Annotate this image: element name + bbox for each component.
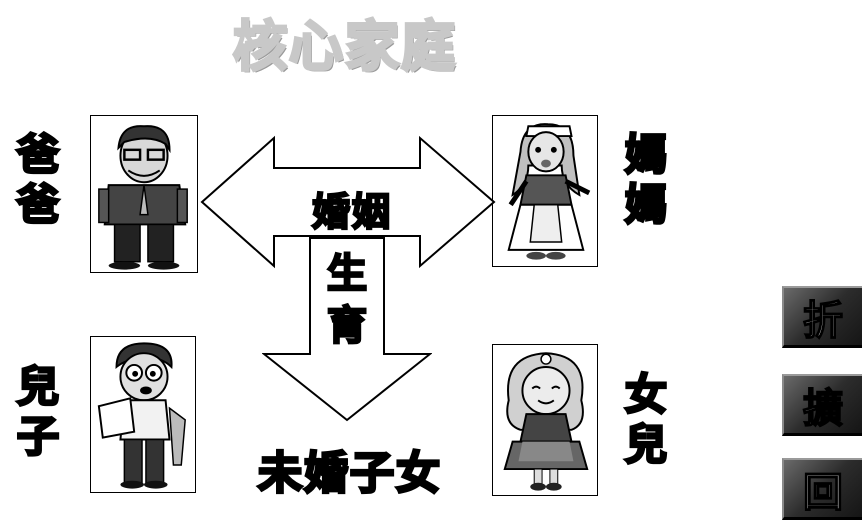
fold-button[interactable]: 折 [782, 286, 862, 348]
father-portrait [90, 115, 198, 273]
marriage-label: 婚姻 [311, 188, 392, 235]
daughter-figure-icon [503, 352, 589, 491]
daughter-portrait [492, 344, 598, 496]
daughter-label: 女 兒 [623, 369, 668, 471]
son-label: 兒 子 [15, 361, 60, 463]
birth-label: 生 育 [326, 250, 369, 351]
page-title: 核心家庭 [232, 13, 457, 79]
down-arrow-icon [262, 237, 432, 422]
expand-button[interactable]: 擴 [782, 374, 862, 436]
double-arrow-icon [200, 135, 496, 269]
son-portrait [90, 336, 196, 493]
father-label: 爸 爸 [15, 129, 60, 231]
unmarried-children-label: 未婚子女 [257, 447, 442, 501]
mother-figure-icon [507, 123, 591, 260]
son-figure-icon [97, 342, 186, 489]
father-figure-icon [98, 125, 188, 270]
mother-label: 媽 媽 [623, 129, 668, 231]
mother-portrait [492, 115, 598, 267]
back-button[interactable]: 回 [782, 458, 862, 520]
